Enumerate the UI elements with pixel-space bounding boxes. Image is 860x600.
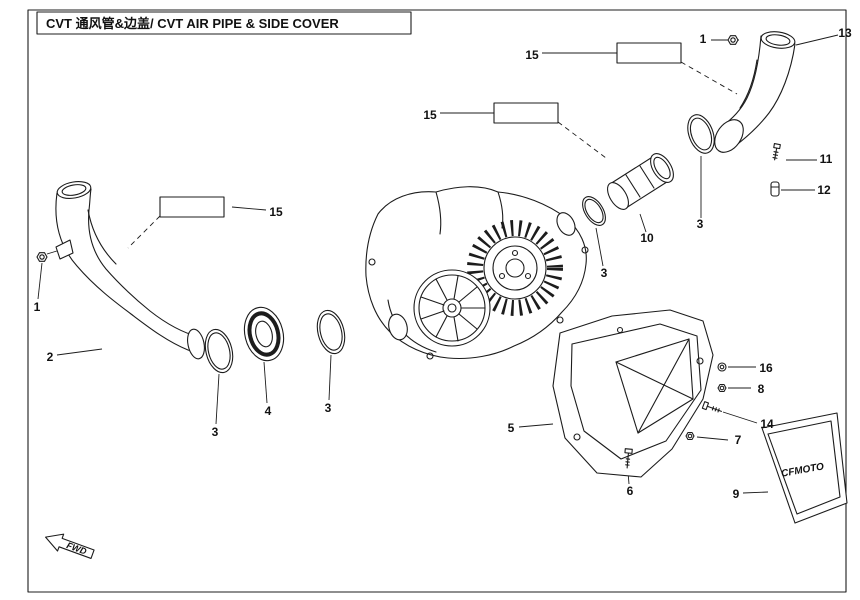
diagram-border: [27, 9, 847, 593]
cvt-housing-drawing: [365, 186, 589, 360]
callout-16: 16: [759, 361, 773, 375]
title-box: [36, 11, 412, 35]
air-pipe-right-drawing: [714, 31, 796, 153]
clamp-ring-3a: [204, 328, 234, 374]
dashed-leader-lines: [127, 61, 738, 249]
side-cover-drawing: [552, 309, 714, 478]
callout-7: 7: [735, 433, 742, 447]
nut-1-left: [36, 252, 48, 262]
callout-14: 14: [760, 417, 774, 431]
callout-8: 8: [758, 382, 765, 396]
pipe-mount-tab: [55, 239, 74, 260]
empty-label-box-right: [616, 42, 682, 64]
nut-7: [685, 431, 695, 441]
callout-10: 10: [640, 231, 654, 245]
callout-15-right: 15: [525, 48, 539, 62]
empty-label-box-middle: [493, 102, 559, 124]
pipe-inlet-port: [388, 313, 408, 341]
fwd-label: FWD: [65, 540, 88, 557]
bolt-14: [701, 401, 722, 413]
callout-6: 6: [627, 484, 634, 498]
callout-3a: 3: [212, 425, 219, 439]
page-title: CVT 通风管&边盖/ CVT AIR PIPE & SIDE COVER: [46, 16, 339, 31]
callout-4: 4: [265, 404, 272, 418]
vent-outlet-port: [556, 212, 576, 236]
fwd-arrow: FWD: [45, 533, 95, 559]
nut-1-right: [727, 35, 739, 45]
fan-spokes: [420, 275, 486, 342]
callout-5: 5: [508, 421, 515, 435]
callout-1-left: 1: [34, 300, 41, 314]
callout-15-mid: 15: [423, 108, 437, 122]
clamp-ring-3b: [316, 309, 346, 355]
callout-3b: 3: [325, 401, 332, 415]
clamp-ring-3d: [687, 114, 715, 154]
fan-wheel: [413, 269, 491, 347]
logo-badge-drawing: CFMOTO: [761, 412, 848, 524]
callout-9: 9: [733, 487, 740, 501]
callout-15-left: 15: [269, 205, 283, 219]
bolt-6: [624, 448, 633, 469]
air-pipe-left-drawing: [55, 181, 205, 360]
leader-lines: [37, 34, 839, 494]
callout-2: 2: [47, 350, 54, 364]
callout-12: 12: [817, 183, 831, 197]
grommet-12: [770, 181, 780, 197]
callout-1-right: 1: [700, 32, 707, 46]
connector-tube-drawing: [606, 153, 674, 210]
rubber-adapter-drawing: [243, 306, 285, 362]
callout-3c: 3: [601, 266, 608, 280]
callout-3d: 3: [697, 217, 704, 231]
washer-16: [717, 362, 727, 372]
callout-13: 13: [838, 26, 852, 40]
nut-8: [717, 383, 727, 393]
callout-11: 11: [820, 152, 833, 166]
cooling-fin-ring: [467, 220, 563, 316]
screw-11: [772, 143, 781, 161]
empty-label-box-left: [159, 196, 225, 218]
clamp-ring-3c: [582, 196, 606, 226]
